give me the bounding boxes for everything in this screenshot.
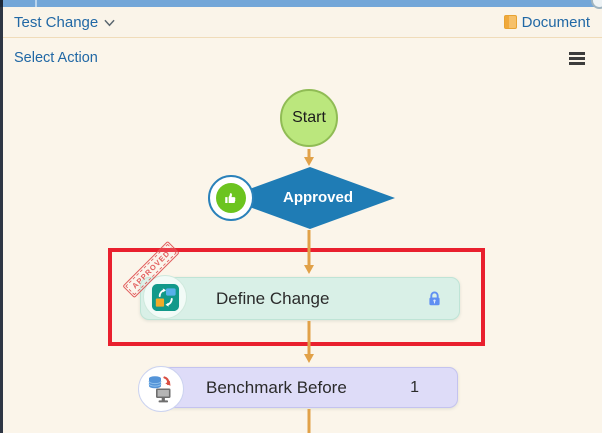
corner-circle-button[interactable] [591, 0, 602, 9]
thumbs-up-icon [216, 183, 246, 213]
select-action-dropdown[interactable]: Select Action [14, 50, 98, 66]
benchmark-count-badge: 1 [410, 378, 419, 396]
highlight-rectangle [108, 248, 485, 346]
page-title: Test Change [14, 13, 99, 31]
top-edge-strip [0, 0, 602, 7]
left-edge-strip [0, 7, 3, 433]
approved-diamond-shape [225, 167, 395, 229]
title-dropdown[interactable]: Test Change [14, 14, 115, 31]
define-change-label: Define Change [216, 288, 330, 308]
chevron-down-icon [104, 19, 115, 27]
top-edge-divider [35, 0, 37, 7]
action-bar: Select Action [3, 38, 602, 78]
lock-icon [426, 290, 443, 307]
change-swap-icon [151, 283, 179, 311]
flow-node-start[interactable]: Start [280, 89, 338, 147]
flow-node-benchmark-before[interactable]: Benchmark Before 1 [148, 367, 458, 408]
hamburger-menu-icon[interactable] [569, 51, 585, 65]
benchmark-before-label: Benchmark Before [206, 377, 347, 397]
document-button[interactable]: Document [503, 13, 590, 31]
define-change-badge [143, 275, 187, 319]
start-label: Start [292, 109, 326, 126]
benchmark-badge [138, 366, 184, 412]
flow-node-define-change[interactable]: Define Change [140, 277, 460, 320]
database-to-monitor-icon [148, 376, 171, 403]
approved-badge [208, 175, 254, 221]
title-bar: Test Change Document [3, 7, 602, 38]
top-edge-notch [0, 0, 3, 7]
document-label: Document [521, 13, 590, 31]
folder-icon [503, 15, 517, 29]
